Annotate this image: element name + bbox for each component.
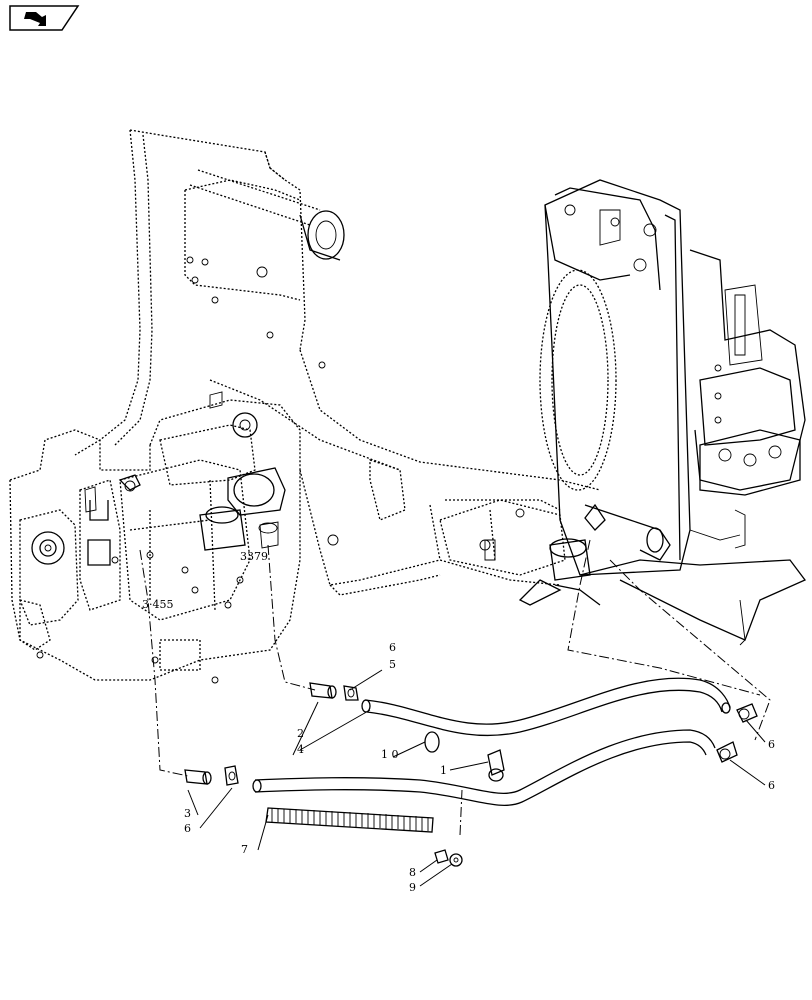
callout-labels: 6 5 2 4 1 0 1 3 6 7 8 9 6 6	[184, 641, 775, 894]
leader-lines	[187, 669, 766, 887]
callout-6-lower-left: 6	[184, 822, 191, 835]
cooler-assembly	[539, 179, 807, 646]
callout-7: 7	[241, 843, 248, 856]
callout-9: 9	[409, 881, 416, 894]
part-mark-2: 3·455	[142, 598, 174, 611]
chassis-frame	[74, 129, 601, 596]
next-page-button[interactable]	[9, 5, 80, 31]
callout-8: 8	[409, 866, 416, 879]
upper-cylinder	[189, 169, 345, 261]
callout-6-right-upper: 6	[768, 738, 775, 751]
upper-hose	[361, 677, 731, 737]
connection-lines	[139, 539, 771, 836]
next-page-icon	[24, 12, 46, 26]
fittings	[184, 682, 758, 867]
callout-4: 4	[297, 743, 304, 756]
callout-5: 5	[389, 658, 396, 671]
center-mount	[439, 499, 601, 606]
part-mark-1: 3379	[240, 550, 268, 563]
callout-10: 1 0	[381, 748, 399, 761]
callout-3: 3	[184, 807, 191, 820]
callout-6-upper-left: 6	[389, 641, 396, 654]
callout-2: 2	[297, 727, 304, 740]
callout-1: 1	[440, 764, 447, 777]
protective-sleeve	[265, 807, 434, 833]
transmission-assembly: 3379 3·455	[9, 391, 301, 684]
lower-hose	[252, 729, 716, 806]
callout-6-right-lower: 6	[768, 779, 775, 792]
